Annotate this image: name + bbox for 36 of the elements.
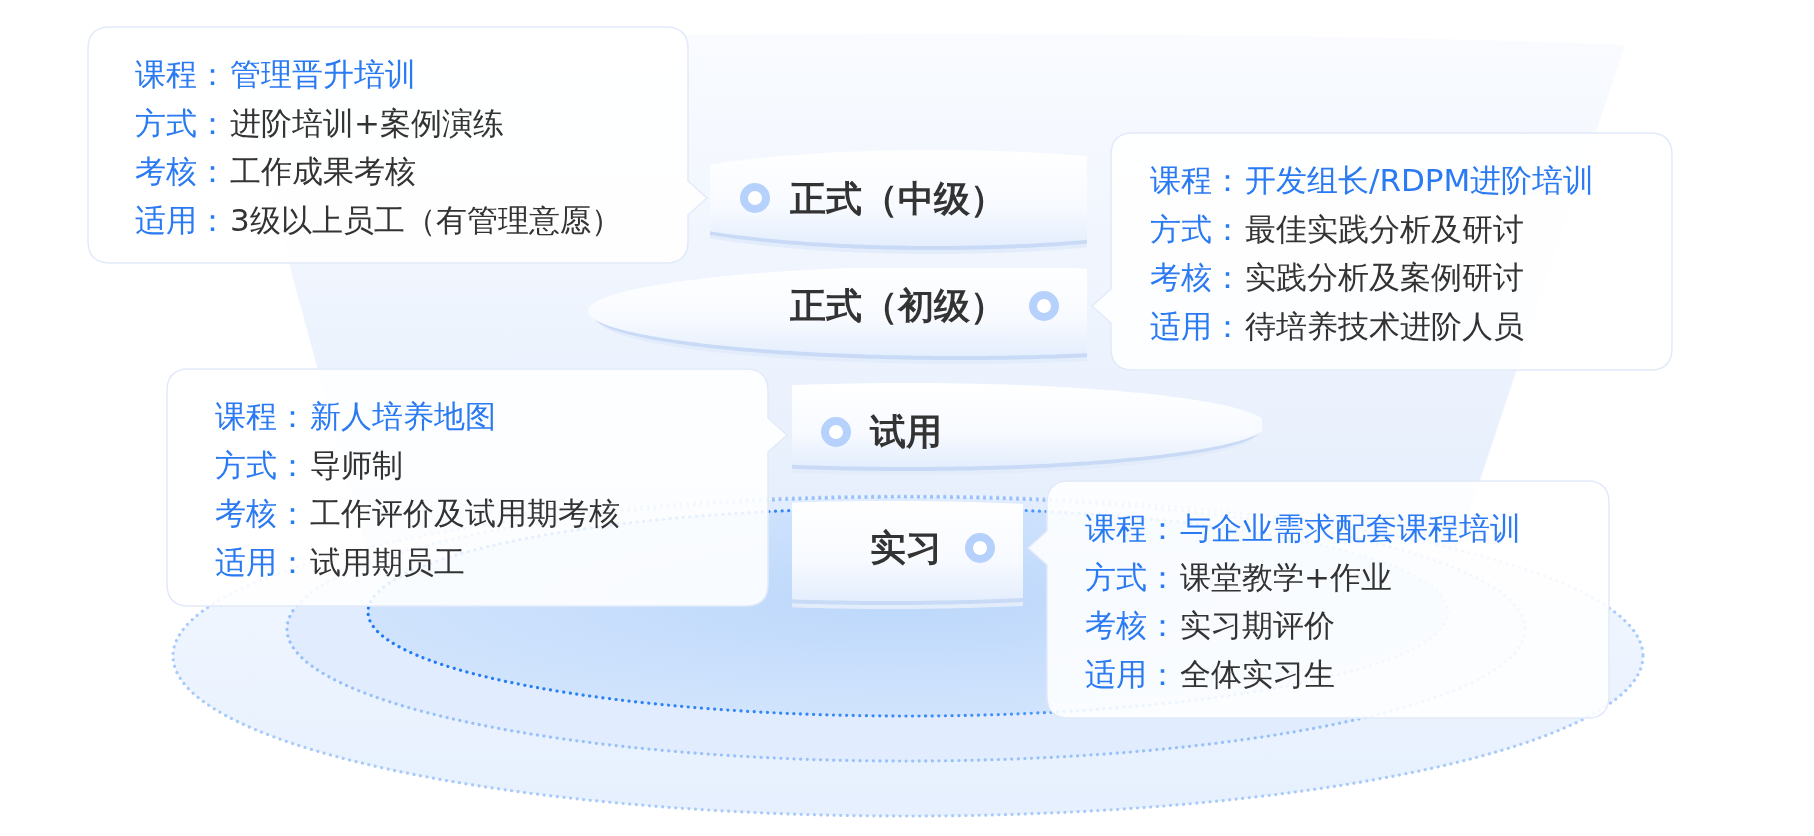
field-value: 实践分析及案例研讨 xyxy=(1245,258,1524,297)
field-label: 课程： xyxy=(1085,509,1178,548)
field-value: 进阶培训+案例演练 xyxy=(230,103,504,143)
field-label: 适用： xyxy=(215,542,308,582)
field-label: 考核： xyxy=(215,494,308,533)
field-label: 适用： xyxy=(1085,654,1178,694)
field-label: 方式： xyxy=(1150,209,1243,249)
field-label: 方式： xyxy=(135,103,228,143)
tier-label: 正式（中级） xyxy=(790,177,1006,221)
field-label: 课程： xyxy=(135,55,228,94)
field-label: 适用： xyxy=(135,200,228,240)
field-value: 导师制 xyxy=(310,445,403,485)
field-label: 考核： xyxy=(1085,606,1178,645)
field-label: 方式： xyxy=(215,445,308,485)
field-value: 实习期评价 xyxy=(1180,606,1335,645)
field-value: 待培养技术进阶人员 xyxy=(1245,306,1524,346)
field-value: 工作成果考核 xyxy=(230,152,416,191)
field-value: 最佳实践分析及研讨 xyxy=(1245,209,1524,249)
field-label: 课程： xyxy=(1150,161,1243,200)
field-value: 新人培养地图 xyxy=(310,397,496,436)
field-value: 全体实习生 xyxy=(1180,654,1335,694)
field-value: 与企业需求配套课程培训 xyxy=(1180,509,1521,548)
field-label: 考核： xyxy=(1150,258,1243,297)
field-value: 课堂教学+作业 xyxy=(1180,557,1392,597)
field-label: 方式： xyxy=(1085,557,1178,597)
field-label: 适用： xyxy=(1150,306,1243,346)
field-label: 考核： xyxy=(135,152,228,191)
field-value: 开发组长/RDPM进阶培训 xyxy=(1245,161,1595,200)
tier-label: 实习 xyxy=(870,526,942,570)
field-value: 3级以上员工（有管理意愿） xyxy=(230,200,622,240)
tier-label: 正式（初级） xyxy=(790,284,1006,328)
tier-label: 试用 xyxy=(870,410,942,454)
field-value: 试用期员工 xyxy=(310,542,465,582)
field-value: 管理晋升培训 xyxy=(230,55,416,94)
field-value: 工作评价及试用期考核 xyxy=(310,494,620,533)
field-label: 课程： xyxy=(215,397,308,436)
